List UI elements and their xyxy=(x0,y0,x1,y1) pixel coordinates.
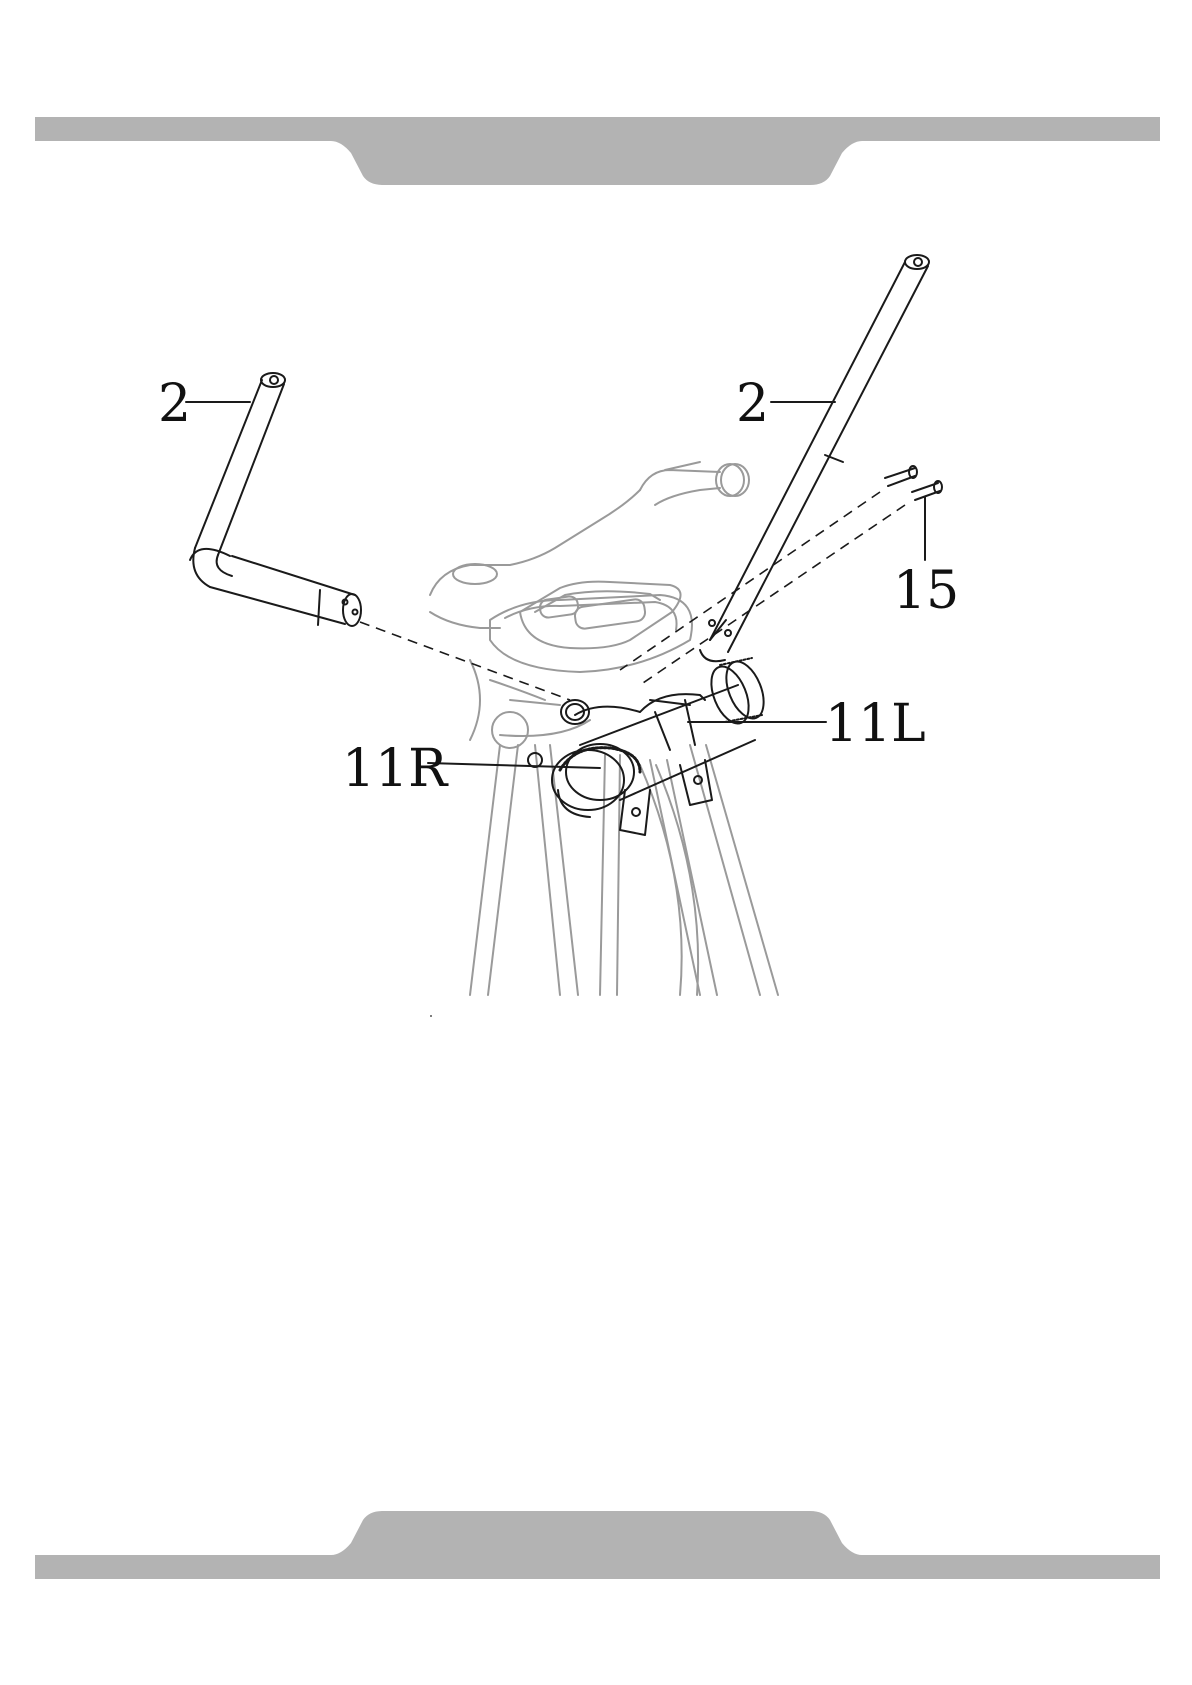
header-band xyxy=(35,117,1160,185)
left-handlebar-part xyxy=(186,373,361,626)
bolts-part xyxy=(885,466,942,560)
footer-band xyxy=(35,1511,1160,1579)
pivot-assembly xyxy=(428,656,826,835)
callout-bolts: 15 xyxy=(893,561,959,621)
frame-background xyxy=(430,462,778,995)
callout-left-pivot: 11L xyxy=(825,694,926,754)
callout-right-pivot: 11R xyxy=(342,739,449,799)
callout-left-handlebar: 2 xyxy=(158,374,191,434)
stray-mark xyxy=(430,1015,432,1017)
callout-right-handlebar: 2 xyxy=(736,374,769,434)
